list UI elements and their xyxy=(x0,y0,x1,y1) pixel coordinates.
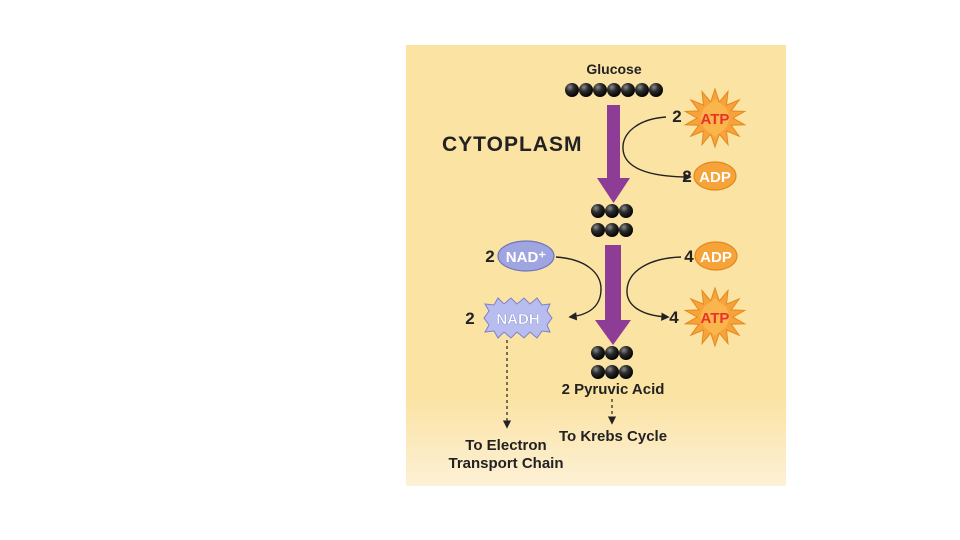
nad-in-count: 2 xyxy=(485,247,494,266)
carbon-atom xyxy=(591,346,605,360)
intermediate-molecules xyxy=(591,204,633,237)
carbon-atom xyxy=(605,223,619,237)
nadh-out-label: NADH xyxy=(496,311,539,328)
atp-out-star xyxy=(683,286,747,348)
pyruvic-acid-label: 2 Pyruvic Acid xyxy=(562,381,665,398)
atp-in-count: 2 xyxy=(672,107,681,126)
adp-in-count: 4 xyxy=(684,247,694,266)
carbon-atom xyxy=(591,365,605,379)
carbon-atom xyxy=(593,83,607,97)
adp-out-ellipse xyxy=(693,161,737,191)
glucose-molecule xyxy=(565,83,663,97)
nadh-out-count: 2 xyxy=(465,309,474,328)
etc-label-line1: To Electron xyxy=(465,437,546,454)
main-arrow-upper xyxy=(597,105,630,203)
carbon-atom xyxy=(607,83,621,97)
atp-out-label: ATP xyxy=(701,310,730,327)
carbon-atom xyxy=(591,223,605,237)
cytoplasm-label: CYTOPLASM xyxy=(442,133,582,156)
adp-out-label: ADP xyxy=(699,169,731,186)
carbon-atom xyxy=(605,346,619,360)
carbon-atom xyxy=(619,223,633,237)
carbon-atom xyxy=(621,83,635,97)
carbon-atom xyxy=(565,83,579,97)
main-arrow-lower xyxy=(595,245,631,345)
atp-in-label: ATP xyxy=(701,111,730,128)
carbon-atom xyxy=(619,204,633,218)
adp-out-count: 2 xyxy=(682,167,691,186)
etc-label-line2: Transport Chain xyxy=(448,455,563,472)
carbon-atom xyxy=(635,83,649,97)
glycolysis-diagram-panel: Glucose CYTOPLASM 2 ATP 2 ADP xyxy=(406,45,786,486)
nad-in-ellipse xyxy=(497,240,555,272)
nad-reduction-curve xyxy=(555,256,602,321)
adp-in-ellipse xyxy=(694,241,738,271)
carbon-atom xyxy=(605,204,619,218)
carbon-atom xyxy=(579,83,593,97)
carbon-atom xyxy=(649,83,663,97)
adp-in-label: ADP xyxy=(700,249,732,266)
carbon-atom xyxy=(605,365,619,379)
pyruvic-acid-molecules xyxy=(591,346,633,379)
energy-investment-curve xyxy=(622,116,692,182)
nadh-out-burst xyxy=(483,297,553,339)
glucose-label: Glucose xyxy=(586,61,641,77)
nad-in-label: NAD⁺ xyxy=(506,249,546,266)
atp-in-star xyxy=(683,87,747,149)
glycolysis-diagram: Glucose CYTOPLASM 2 ATP 2 ADP xyxy=(442,61,747,472)
atp-out-count: 4 xyxy=(669,308,679,327)
carbon-atom xyxy=(619,346,633,360)
krebs-cycle-label: To Krebs Cycle xyxy=(559,428,667,445)
energy-payoff-curve xyxy=(626,256,682,321)
carbon-atom xyxy=(591,204,605,218)
carbon-atom xyxy=(619,365,633,379)
